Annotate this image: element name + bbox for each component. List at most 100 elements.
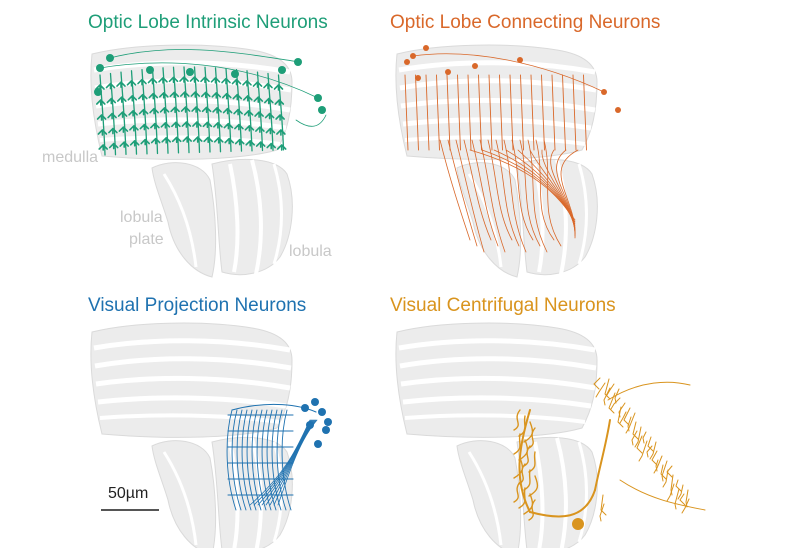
projection-fiber — [276, 409, 287, 511]
arbor — [252, 81, 263, 88]
arbor — [192, 136, 203, 143]
column-neuron — [583, 74, 587, 151]
arbor — [191, 106, 201, 113]
column-neuron — [193, 66, 201, 153]
projection-fiber — [231, 409, 242, 511]
arbor — [107, 112, 117, 120]
arbor — [233, 108, 243, 116]
column-neuron — [267, 72, 274, 151]
cell-body — [94, 88, 102, 96]
projection-fiber — [241, 409, 252, 511]
cell-body — [572, 518, 584, 530]
arbor — [242, 79, 252, 87]
projection-fiber — [519, 139, 541, 247]
cell-body — [472, 63, 478, 69]
arbor — [201, 91, 211, 99]
cell-body — [318, 408, 326, 416]
arbor — [223, 122, 234, 130]
panel-title-centrifugal: Visual Centrifugal Neurons — [390, 295, 616, 316]
arbor — [127, 94, 138, 102]
projection-fiber — [479, 139, 506, 253]
arbor — [212, 107, 222, 114]
cell-body — [146, 66, 154, 74]
arbor — [138, 93, 148, 101]
arbor — [679, 493, 686, 506]
arbor — [243, 94, 253, 102]
projection-fiber — [447, 139, 478, 247]
projection-fiber — [271, 409, 282, 511]
arbor — [97, 129, 108, 136]
arbor — [139, 123, 150, 131]
label-lobula-plate-line2: plate — [129, 231, 164, 248]
cell-body — [322, 426, 330, 434]
arbor — [647, 436, 654, 452]
label-lobula-plate-line1: lobula — [120, 209, 163, 226]
axon — [529, 489, 596, 518]
arbor — [200, 76, 210, 84]
column-neuron — [520, 74, 524, 151]
arbor — [513, 433, 521, 455]
arbor — [158, 77, 168, 84]
arbor — [128, 109, 138, 117]
arbor — [255, 126, 265, 133]
arbor — [169, 91, 180, 99]
cell-body — [404, 59, 410, 65]
column-neuron — [562, 74, 566, 151]
arbor — [275, 114, 285, 121]
arbor — [528, 499, 536, 521]
cell-body — [306, 421, 314, 429]
column-neuron — [551, 74, 556, 151]
projection-fiber — [261, 409, 272, 511]
column-neuron — [541, 74, 545, 151]
projection-fiber — [251, 409, 262, 511]
arbor — [266, 142, 276, 150]
arbor — [649, 441, 657, 460]
projection-fiber — [256, 409, 267, 511]
arbor — [264, 112, 275, 120]
arbor — [253, 96, 264, 103]
column-neuron — [415, 74, 419, 151]
cell-body — [301, 404, 309, 412]
projection-fiber — [281, 409, 292, 511]
arbor — [180, 91, 190, 98]
arbor — [619, 479, 706, 511]
arbor — [118, 126, 129, 133]
cell-body — [615, 107, 621, 113]
arbor — [149, 107, 159, 115]
arbor — [595, 382, 606, 398]
projection-fiber — [556, 149, 576, 237]
projection-fiber — [455, 139, 485, 253]
axon — [518, 409, 531, 513]
arbor — [210, 77, 221, 84]
arbor — [513, 481, 521, 503]
arbor — [108, 142, 119, 150]
arbor — [221, 77, 231, 85]
arbor — [674, 488, 680, 510]
arbor — [623, 407, 631, 426]
arbor — [189, 76, 200, 83]
arbor — [171, 121, 181, 129]
arbor — [106, 97, 117, 105]
arbor — [137, 78, 147, 86]
arbor — [604, 378, 611, 400]
arbor — [670, 474, 674, 496]
arbor — [638, 440, 648, 462]
arbor — [192, 121, 202, 128]
arbor — [243, 109, 254, 117]
projection-fiber — [226, 409, 237, 511]
arbor — [619, 411, 627, 424]
projection-fiber — [503, 139, 527, 253]
column-neuron — [172, 66, 180, 154]
arbor — [126, 79, 137, 87]
tangential-fiber — [109, 49, 301, 63]
arbor — [140, 138, 150, 146]
panel-title-projection: Visual Projection Neurons — [88, 295, 307, 316]
tangential-fiber — [99, 62, 319, 99]
projection-fiber — [527, 139, 548, 253]
arbor — [148, 92, 159, 100]
arbor — [593, 377, 601, 390]
arbor — [642, 431, 647, 444]
arbor — [108, 127, 118, 135]
arbor — [255, 141, 266, 148]
